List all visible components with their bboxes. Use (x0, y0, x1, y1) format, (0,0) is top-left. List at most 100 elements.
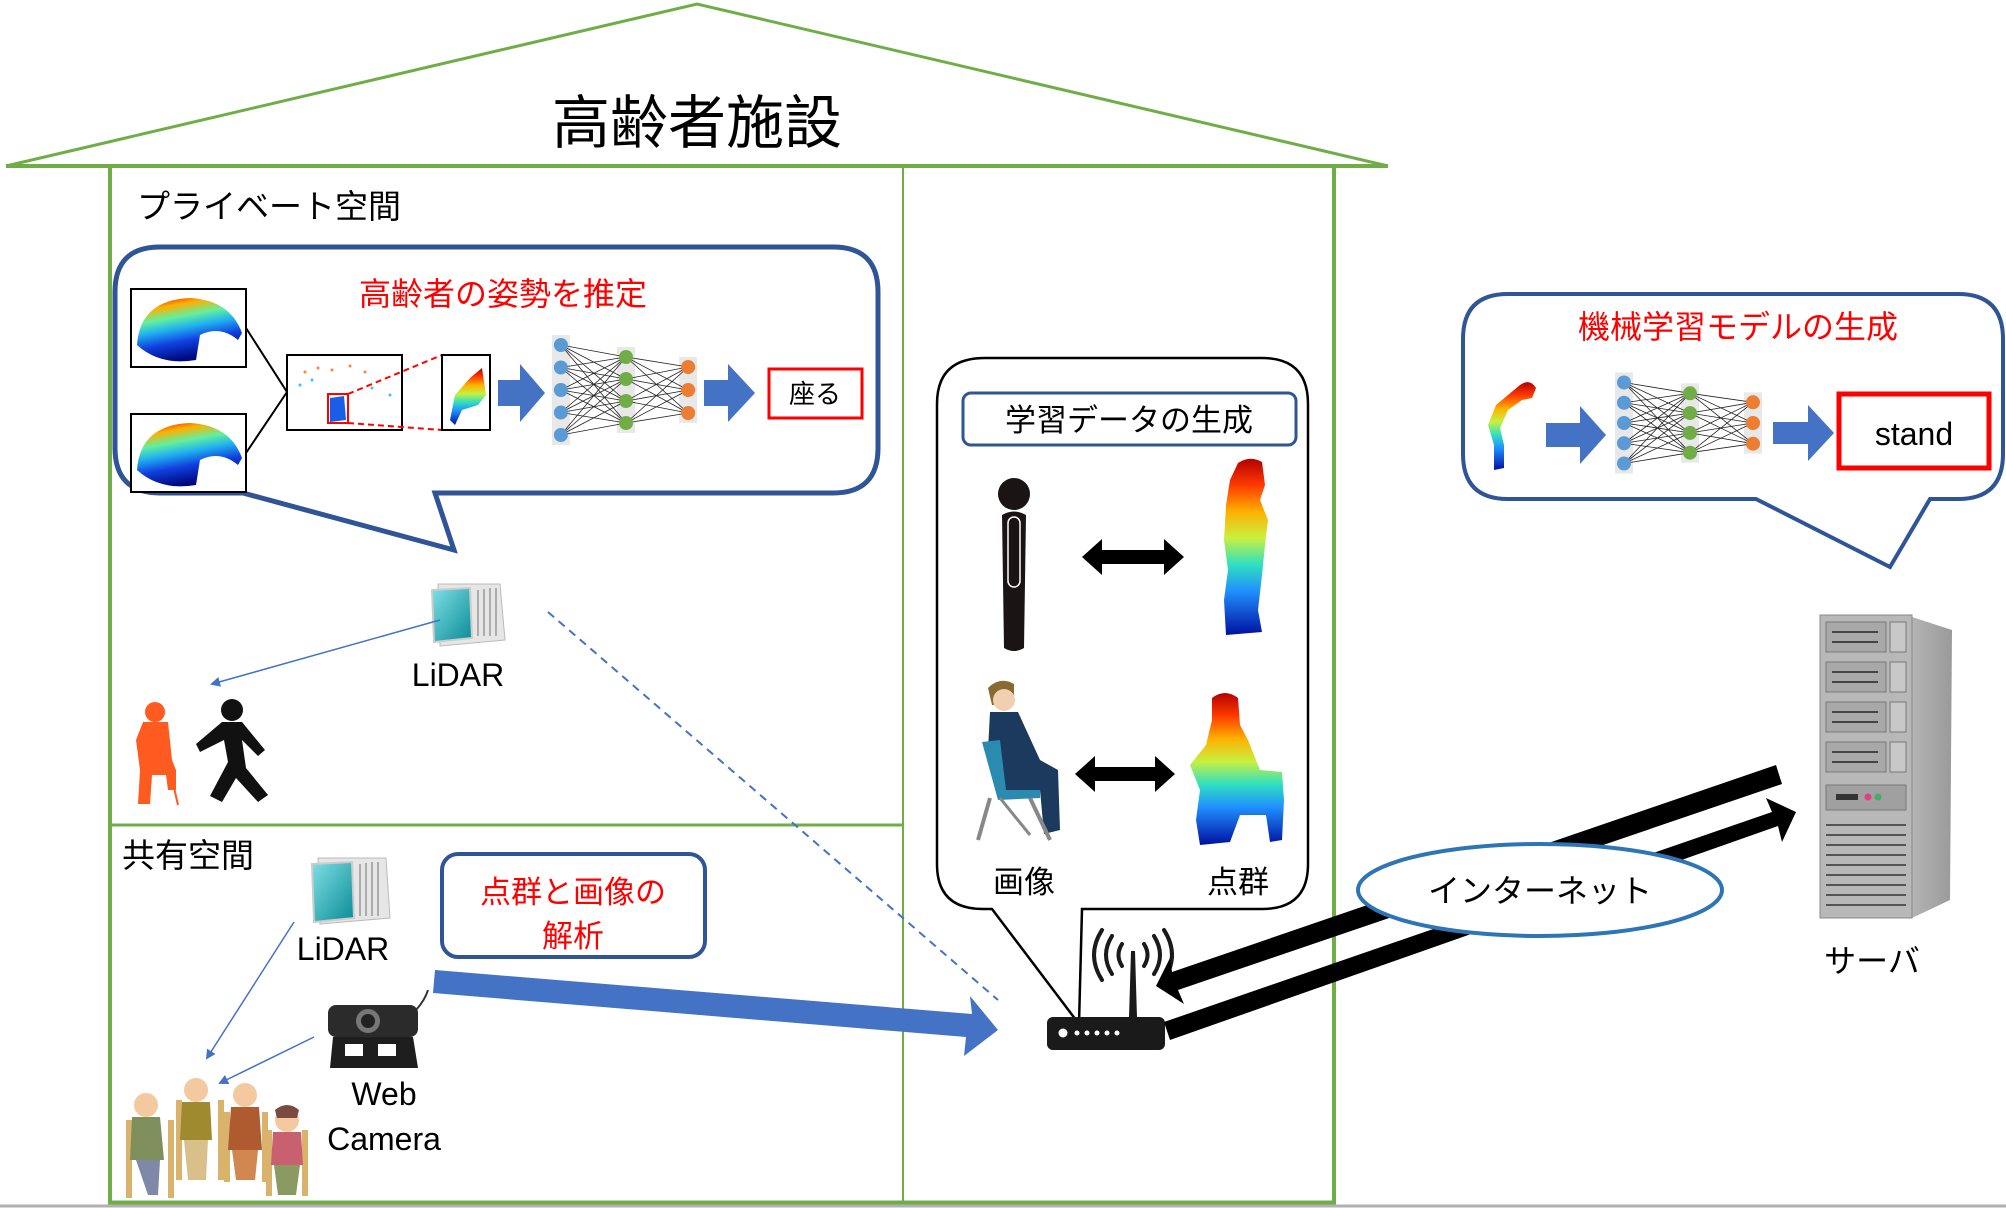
sitting-pointcloud (1190, 693, 1284, 845)
model-generation-bubble: 機械学習モデルの生成 stand (1461, 292, 2005, 570)
nn-layer-background (1681, 383, 1699, 463)
pose-result-label: 座る (789, 380, 841, 410)
nn-connection (625, 400, 689, 414)
shared-space-label: 共有空間 (122, 836, 254, 875)
arrow-to-model (498, 364, 545, 422)
arrow-to-result (704, 364, 755, 422)
pointcloud-frame-1 (130, 288, 247, 368)
sitting-person-photo (976, 680, 1060, 841)
nn-connection (1623, 392, 1691, 424)
walking-person-icon (196, 699, 268, 802)
nn-connection (560, 356, 627, 391)
nn-connection (625, 356, 689, 414)
nn-node (553, 338, 568, 352)
nn-connection (1689, 392, 1754, 445)
double-arrow-sitting (1075, 756, 1175, 792)
nn-connection (625, 356, 689, 391)
pose-estimation-bubble: 高齢者の姿勢を推定 座る (112, 244, 881, 554)
analysis-label-line2: 解析 (542, 919, 604, 955)
nn-connection (560, 422, 627, 436)
elderly-group-illustration (126, 1078, 308, 1198)
nn-connection (560, 400, 627, 436)
model-output-label: stand (1875, 416, 1953, 452)
nn-node (1683, 386, 1697, 401)
standing-pointcloud (1224, 458, 1268, 635)
nn-connection (1689, 401, 1754, 434)
nn-connection (1623, 392, 1691, 444)
nn-connection (1689, 443, 1754, 454)
data-flow-arrow-to-router (433, 970, 998, 1056)
roi-highlight (327, 393, 349, 424)
nn-connection (1623, 382, 1691, 394)
roof (5, 2, 1389, 168)
training-neural-network-icon (1615, 372, 1762, 474)
server-tower-icon (1819, 614, 1952, 919)
training-data-bubble: 学習データの生成 画像 点群 (935, 356, 1310, 1028)
nn-node (619, 394, 633, 408)
speech-bubble-outline (112, 244, 881, 554)
bent-over-pointcloud (1488, 382, 1536, 470)
nn-connection (625, 356, 689, 368)
nn-node (1746, 416, 1760, 430)
training-data-title-box (961, 391, 1298, 447)
nn-node (1683, 445, 1697, 460)
nn-node (1746, 436, 1760, 451)
lidar-sensor-private (430, 583, 506, 647)
nn-connection (625, 378, 689, 391)
nn-node (553, 405, 568, 420)
lidar-sensor-shared (310, 857, 391, 925)
nn-node (553, 428, 568, 442)
nn-connection (560, 378, 627, 436)
nn-node (1617, 416, 1631, 430)
nn-node (553, 360, 568, 375)
merge-line-2 (245, 391, 288, 454)
cropped-person-frame (441, 354, 491, 431)
nn-connection (560, 356, 627, 413)
pointcloud-label: 点群 (1207, 865, 1269, 901)
analysis-label-line1: 点群と画像の (480, 875, 666, 911)
nn-node (1746, 395, 1760, 410)
zoom-line-top (347, 354, 443, 395)
lidar-beam-shared (205, 921, 295, 1060)
nn-connection (1689, 401, 1754, 414)
speech-bubble-outline (1461, 292, 2005, 570)
lidar-label-private: LiDAR (412, 657, 504, 693)
server-label: サーバ (1824, 942, 1920, 980)
nn-node (1617, 375, 1631, 390)
nn-connection (625, 378, 689, 414)
webcam-label-line1: Web (351, 1076, 416, 1112)
nn-connection (1689, 422, 1754, 454)
lidar-label-shared: LiDAR (297, 931, 389, 967)
pose-result-box (767, 367, 864, 420)
nn-connection (1623, 393, 1691, 464)
wifi-router-icon (1047, 928, 1174, 1050)
webcam-icon (328, 989, 429, 1068)
nn-connection (625, 366, 689, 424)
nn-connection (1689, 432, 1754, 445)
nn-connection (1623, 432, 1691, 464)
image-label: 画像 (993, 865, 1055, 901)
nn-connection (1623, 392, 1691, 404)
nn-connection (560, 344, 627, 358)
standing-person-pictogram (998, 478, 1030, 651)
nn-node (619, 416, 633, 430)
nn-connection (1689, 392, 1754, 424)
nn-connection (560, 356, 627, 436)
nn-node (681, 406, 696, 420)
nn-node (1617, 395, 1631, 410)
nn-node (681, 360, 696, 374)
double-arrow-standing (1082, 539, 1184, 575)
nn-connection (1623, 412, 1691, 464)
nn-connection (625, 412, 689, 424)
nn-node (619, 372, 633, 386)
nn-connection (1623, 452, 1691, 464)
lidar-uplink-dashed (547, 611, 999, 1001)
nn-connection (625, 366, 689, 380)
zoom-line-bottom (347, 422, 443, 431)
nn-node (681, 383, 696, 397)
facility-title: 高齢者施設 (552, 89, 842, 157)
analysis-label-box: 点群と画像の 解析 (440, 852, 707, 959)
training-data-title: 学習データの生成 (1005, 403, 1253, 439)
nn-connection (625, 366, 689, 402)
